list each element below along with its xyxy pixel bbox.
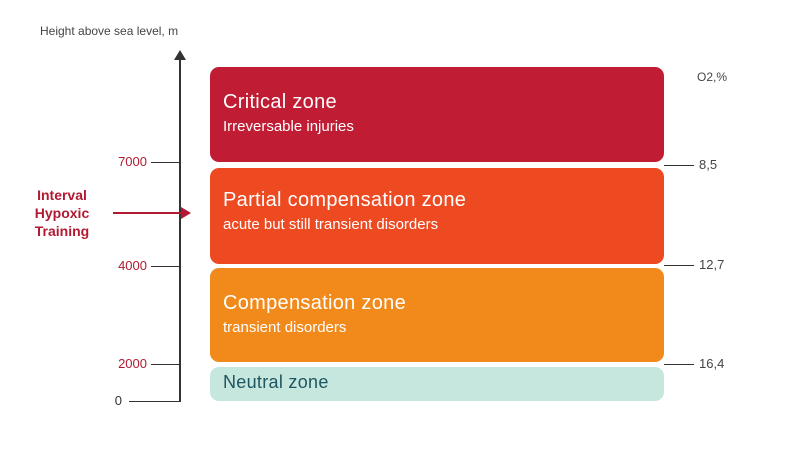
tick-label-2000: 2000 xyxy=(118,356,147,371)
interval-hypoxic-training-label: Interval Hypoxic Training xyxy=(12,186,112,240)
o2-header: O2,% xyxy=(697,70,728,84)
tick-2000 xyxy=(151,364,179,365)
tick-0 xyxy=(129,401,179,402)
axis-title: Height above sea level, m xyxy=(40,24,179,38)
iht-line-3: Training xyxy=(34,223,90,239)
zone-title: Neutral zone xyxy=(223,372,329,392)
o2-tick-2 xyxy=(664,265,694,266)
zone-title: Partial compensation zone xyxy=(223,189,467,211)
zone-neutral: Neutral zone xyxy=(210,367,664,401)
o2-label-2: 12,7 xyxy=(699,257,725,272)
iht-line-2: Hypoxic xyxy=(34,205,90,221)
iht-line-1: Interval xyxy=(37,187,87,203)
o2-label-3: 16,4 xyxy=(699,356,725,371)
zone-subtitle: acute but still transient disorders xyxy=(223,216,439,233)
tick-7000 xyxy=(151,162,179,163)
tick-label-7000: 7000 xyxy=(118,154,147,169)
tick-label-0: 0 xyxy=(114,393,122,408)
zone-subtitle: Irreversable injuries xyxy=(223,118,354,135)
zone-subtitle: transient disorders xyxy=(223,319,347,336)
tick-label-4000: 4000 xyxy=(118,258,147,273)
o2-tick-3 xyxy=(664,364,694,365)
tick-4000 xyxy=(151,266,179,267)
axis-arrow-icon xyxy=(174,50,186,60)
arrow-right-icon xyxy=(181,207,191,219)
o2-label-1: 8,5 xyxy=(699,157,718,172)
zone-critical: Critical zone Irreversable injuries xyxy=(210,67,664,162)
zone-title: Compensation zone xyxy=(223,292,406,314)
zone-compensation: Compensation zone transient disorders xyxy=(210,268,664,362)
iht-arrow-line xyxy=(113,212,181,214)
zone-partial-compensation: Partial compensation zone acute but stil… xyxy=(210,168,664,264)
altitude-axis xyxy=(179,58,181,402)
o2-tick-1 xyxy=(664,165,694,166)
zone-title: Critical zone xyxy=(223,91,337,113)
